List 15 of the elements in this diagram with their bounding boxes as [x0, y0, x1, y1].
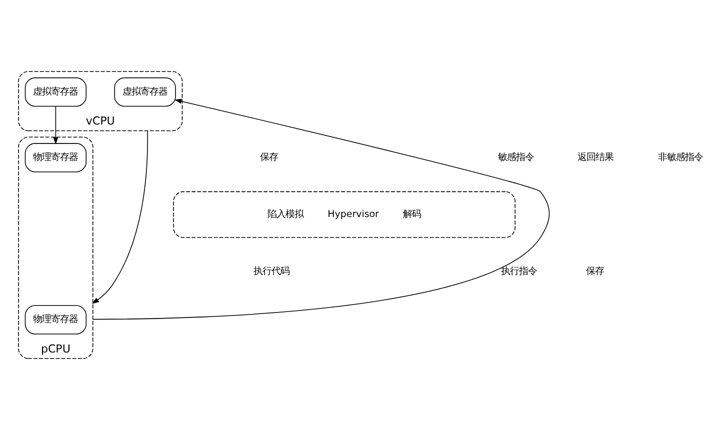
node-box: 虚拟寄存器	[24, 76, 87, 106]
node-box: 虚拟寄存器	[114, 76, 176, 106]
label: 执行代码	[254, 265, 290, 276]
label: 执行指令	[501, 265, 538, 276]
arrow	[92, 130, 148, 304]
node-box: 物理寄存器	[24, 142, 87, 172]
label: 非敏感指令	[658, 152, 703, 163]
label: 返回结果	[578, 152, 614, 163]
arrow	[92, 98, 550, 320]
node-box: 物理寄存器	[24, 304, 87, 334]
arrow	[53, 106, 58, 144]
label: 敏感指令	[498, 152, 534, 163]
label: 保存	[586, 265, 604, 276]
node-box: 陷入模拟 Hypervisor 解码	[173, 190, 516, 238]
label: 保存	[260, 152, 278, 163]
